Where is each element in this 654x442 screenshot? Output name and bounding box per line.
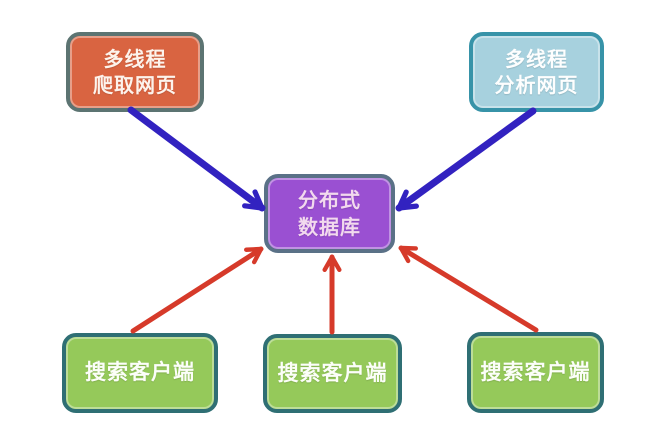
node-multithread-analyzer-line1: 多线程	[505, 46, 568, 71]
node-multithread-analyzer: 多线程 分析网页	[469, 32, 604, 112]
node-search-client-right-label: 搜索客户端	[480, 359, 591, 384]
node-multithread-crawler-line1: 多线程	[103, 46, 167, 71]
arrow-crawler-to-database	[127, 106, 266, 212]
node-search-client-right: 搜索客户端	[467, 332, 604, 413]
node-multithread-crawler: 多线程 爬取网页	[66, 32, 204, 112]
node-search-client-left: 搜索客户端	[62, 333, 218, 413]
node-distributed-database: 分布式 数据库	[264, 174, 395, 253]
node-search-client-middle-label: 搜索客户端	[277, 360, 388, 385]
arrow-client-right-to-database	[398, 245, 539, 333]
node-distributed-database-line1: 分布式	[298, 188, 361, 213]
arrow-client-left-to-database	[130, 246, 264, 334]
node-search-client-middle: 搜索客户端	[263, 334, 402, 413]
node-multithread-crawler-line2: 爬取网页	[93, 73, 177, 97]
node-multithread-analyzer-line2: 分析网页	[494, 73, 579, 97]
node-distributed-database-line2: 数据库	[298, 214, 361, 239]
arrow-analyzer-to-database	[395, 107, 537, 212]
node-search-client-left-label: 搜索客户端	[85, 360, 195, 385]
